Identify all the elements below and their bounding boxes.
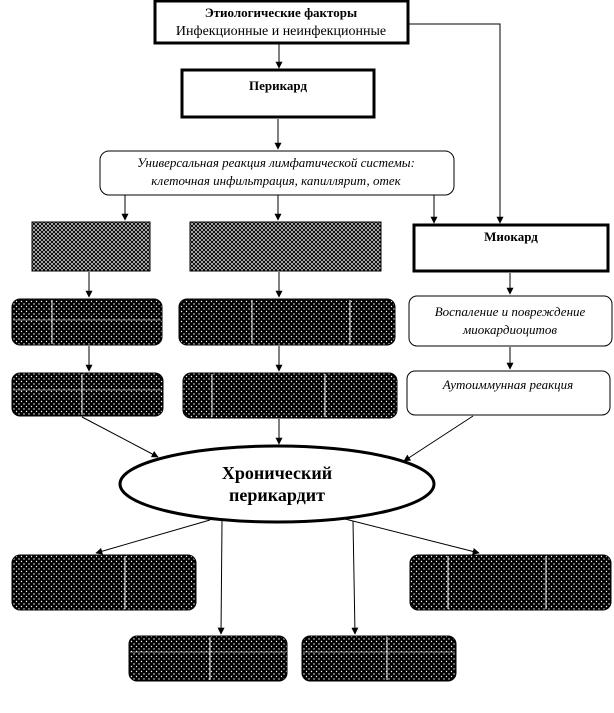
obscured-box-row1-left: [11, 298, 163, 346]
obscured-box-center: [189, 221, 382, 272]
arrow-chronic-to-bottom-right: [344, 518, 480, 555]
obscured-box-bottom-center-right: [301, 635, 457, 682]
myocyte-damage-box: Воспаление и повреждение миокардиоцитов: [408, 295, 613, 347]
myocyte-damage-line2: миокардиоцитов: [462, 322, 557, 337]
obscured-box-bottom-right: [409, 554, 612, 611]
obscured-box-left: [31, 221, 151, 272]
lymph-line2: клеточная инфильтрация, капиллярит, отек: [151, 173, 401, 188]
arrow-row2-left-to-chronic: [81, 416, 159, 458]
lymph-line1: Универсальная реакция лимфатической сист…: [137, 155, 415, 170]
chronic-line1: Хронический: [222, 463, 332, 483]
obscured-box-row2-center: [182, 372, 398, 419]
myocardium-label: Миокард: [484, 229, 538, 244]
autoimmune-label: Аутоиммунная реакция: [442, 377, 573, 392]
obscured-box-bottom-left: [11, 554, 197, 611]
myocyte-damage-line1: Воспаление и повреждение: [435, 304, 586, 319]
obscured-box-row2-left: [11, 372, 164, 417]
etiology-title: Этиологические факторы: [205, 5, 357, 20]
myocardium-box: Миокард: [412, 223, 610, 273]
etiology-subtitle: Инфекционные и неинфекционные: [176, 24, 386, 39]
arrow-autoimmune-to-chronic: [403, 415, 474, 462]
arrows: [81, 23, 514, 635]
arrow-chronic-to-bottom-left: [95, 519, 211, 555]
chronic-pericarditis-ellipse: Хронический перикардит: [118, 444, 436, 524]
arrow-chronic-to-bottom-center-left: [217, 520, 225, 635]
pericardium-label: Перикард: [249, 78, 307, 93]
obscured-box-bottom-center-left: [128, 635, 288, 682]
obscured-box-row1-center: [178, 298, 396, 346]
lymph-reaction-box: Универсальная реакция лимфатической сист…: [99, 150, 455, 196]
pericardium-box: Перикард: [180, 68, 376, 119]
autoimmune-box: Аутоиммунная реакция: [406, 370, 611, 416]
chronic-line2: перикардит: [229, 485, 325, 505]
arrow-chronic-to-bottom-center-right: [351, 520, 359, 635]
etiology-box: Этиологические факторы Инфекционные и не…: [153, 0, 410, 45]
arrow-etiology-to-myocardium: [408, 23, 504, 224]
